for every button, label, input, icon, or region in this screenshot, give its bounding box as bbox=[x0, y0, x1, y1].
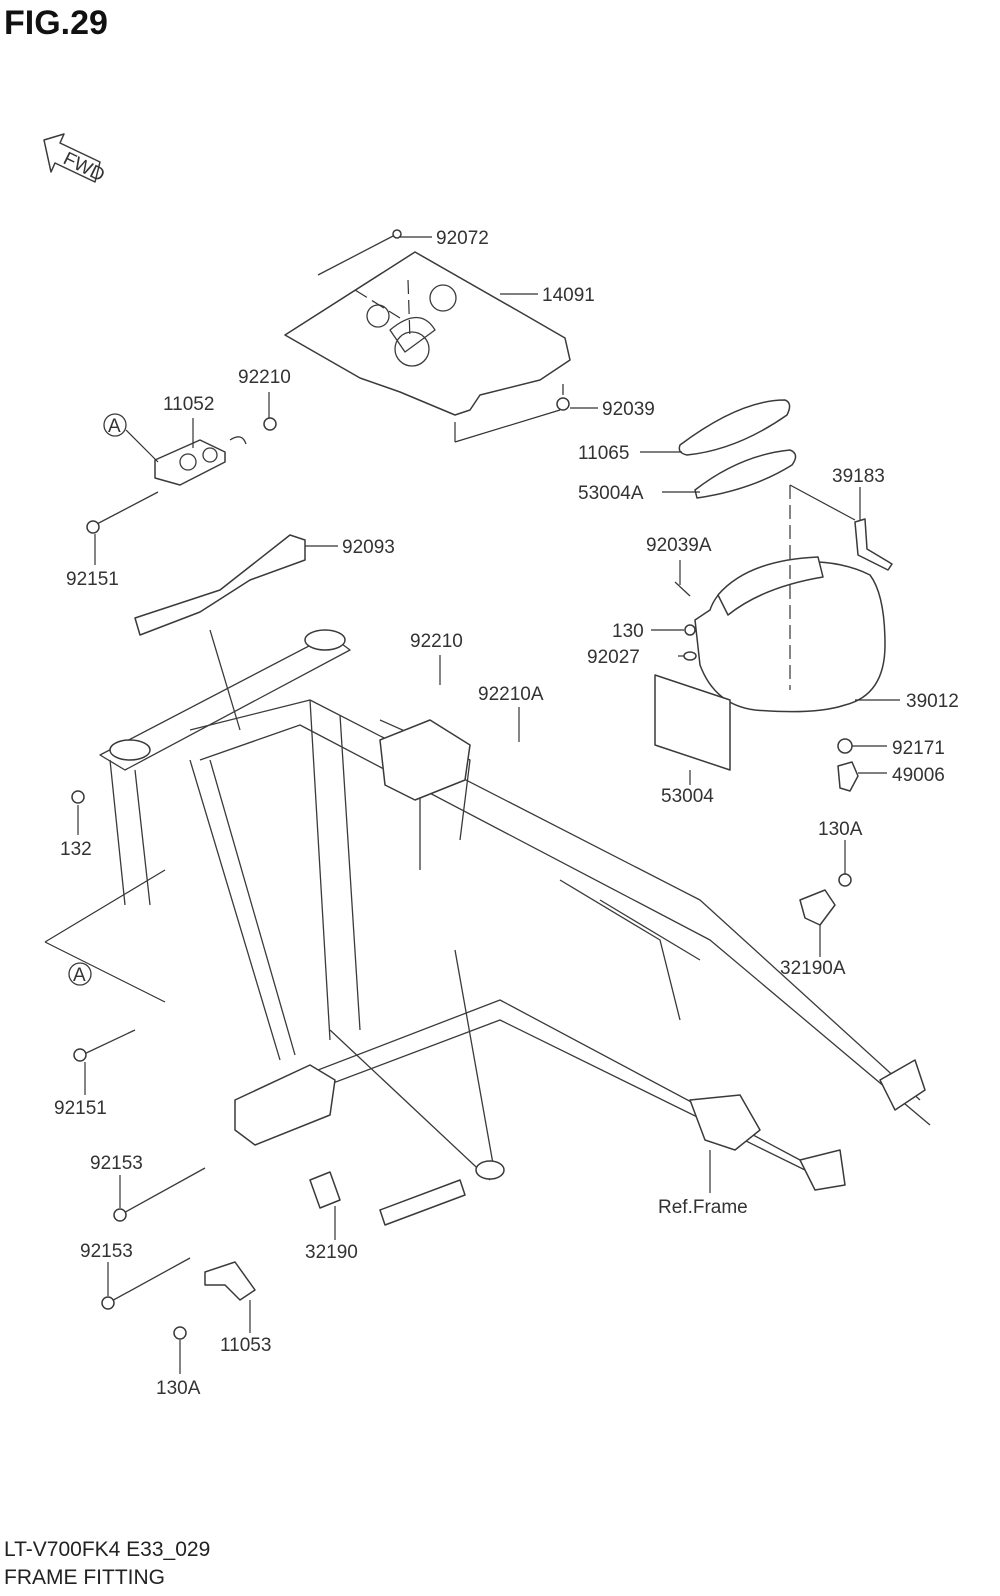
bracket-11052 bbox=[154, 417, 277, 486]
cushion-11065 bbox=[678, 399, 791, 456]
cap-49006 bbox=[837, 761, 859, 792]
bolt-130a-top bbox=[838, 873, 852, 887]
sheet-53004 bbox=[654, 674, 731, 771]
part-labels: 92072 14091 92210 11052 92039 11065 5300… bbox=[54, 228, 959, 1399]
ref-marker-a-low: A bbox=[44, 869, 166, 1003]
screw-130 bbox=[684, 624, 696, 636]
svg-text:A: A bbox=[108, 416, 121, 437]
fwd-arrow-icon: FWD bbox=[43, 133, 108, 186]
section-name: FRAME FITTING bbox=[4, 1566, 165, 1589]
bracket-11053 bbox=[204, 1261, 256, 1301]
bolt-92151-low bbox=[73, 1029, 136, 1062]
bracket-32190 bbox=[309, 1171, 341, 1209]
long-bolt-92072 bbox=[317, 229, 402, 276]
bolt-92153-b bbox=[101, 1257, 191, 1310]
label-92153-b: 92153 bbox=[80, 1241, 133, 1262]
clip-92039a bbox=[674, 581, 691, 597]
label-92072: 92072 bbox=[436, 228, 489, 249]
label-39012: 39012 bbox=[906, 691, 959, 712]
pad-92093 bbox=[134, 534, 306, 636]
label-92151-top: 92151 bbox=[66, 569, 119, 590]
pad-53004a bbox=[694, 449, 797, 499]
label-11053: 11053 bbox=[220, 1335, 271, 1356]
label-14091: 14091 bbox=[542, 285, 595, 306]
label-11065: 11065 bbox=[578, 443, 629, 464]
leader-lines bbox=[77, 236, 900, 1374]
label-92210a: 92210A bbox=[478, 684, 544, 705]
label-32190: 32190 bbox=[305, 1242, 358, 1263]
label-130a-top: 130A bbox=[818, 819, 863, 840]
label-11052: 11052 bbox=[163, 394, 214, 415]
ref-marker-a-top: A bbox=[103, 413, 159, 463]
label-92153-a: 92153 bbox=[90, 1153, 143, 1174]
bolt-130a-low bbox=[173, 1326, 187, 1340]
bolt-92151-top bbox=[86, 491, 159, 534]
label-ref-frame: Ref.Frame bbox=[658, 1197, 748, 1218]
washer-92027 bbox=[683, 651, 697, 661]
main-frame bbox=[99, 629, 931, 1226]
toolbox-39012 bbox=[694, 485, 886, 713]
label-92039: 92039 bbox=[602, 399, 655, 420]
label-92210-mid: 92210 bbox=[410, 631, 463, 652]
label-53004a: 53004A bbox=[578, 483, 644, 504]
label-130: 130 bbox=[612, 621, 644, 642]
label-32190a: 32190A bbox=[780, 958, 846, 979]
svg-text:A: A bbox=[73, 965, 86, 986]
nut-132 bbox=[71, 790, 85, 804]
label-92151-low: 92151 bbox=[54, 1098, 107, 1119]
bracket-39183 bbox=[854, 518, 893, 571]
label-39183: 39183 bbox=[832, 466, 885, 487]
clamp-92171 bbox=[837, 738, 853, 754]
label-92039a: 92039A bbox=[646, 535, 712, 556]
label-49006: 49006 bbox=[892, 765, 945, 786]
skid-plate-14091 bbox=[284, 251, 571, 416]
bolt-92153-a bbox=[113, 1167, 206, 1222]
model-code: LT-V700FK4 E33_029 bbox=[4, 1538, 211, 1561]
figure-title: FIG.29 bbox=[4, 4, 108, 42]
label-130a-low: 130A bbox=[156, 1378, 201, 1399]
label-92171: 92171 bbox=[892, 738, 945, 759]
label-53004: 53004 bbox=[661, 786, 714, 807]
bracket-32190a bbox=[799, 889, 836, 926]
label-92027: 92027 bbox=[587, 647, 640, 668]
bolt-92039 bbox=[556, 384, 570, 411]
label-92210-top: 92210 bbox=[238, 367, 291, 388]
label-92093: 92093 bbox=[342, 537, 395, 558]
label-132: 132 bbox=[60, 839, 92, 860]
